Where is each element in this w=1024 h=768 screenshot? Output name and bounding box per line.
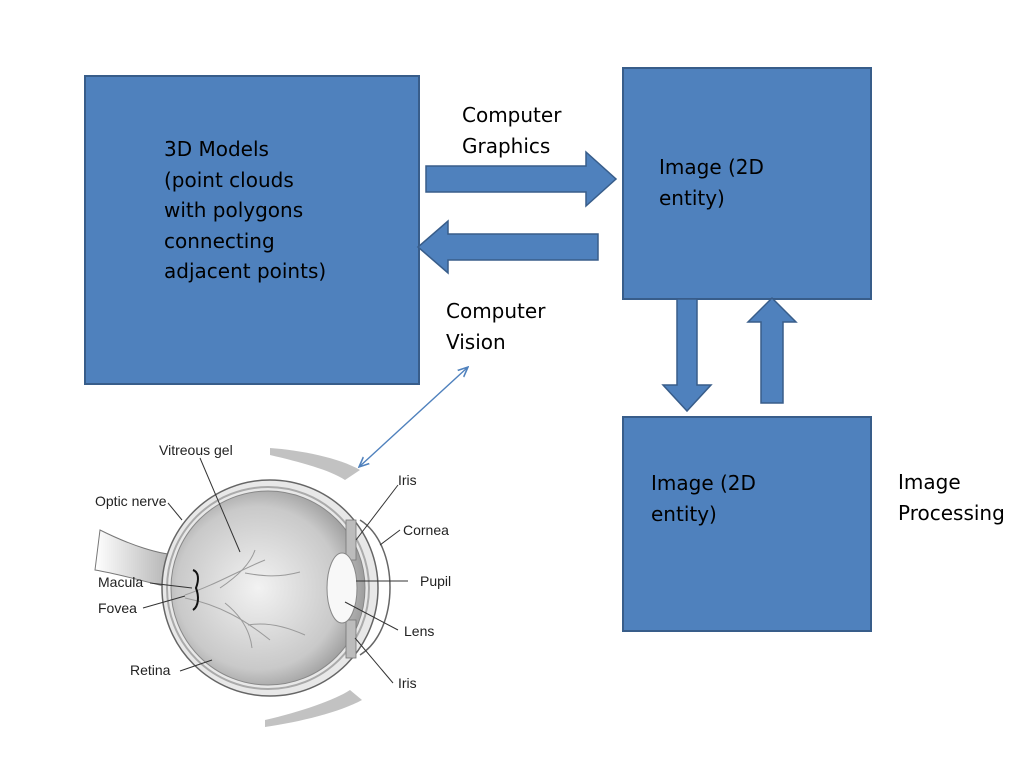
eye-anatomy-illustration	[94, 448, 391, 727]
label-optic-nerve: Optic nerve	[95, 493, 167, 509]
label-lens: Lens	[404, 623, 434, 639]
image-2d-top-text: Image (2D entity)	[659, 152, 764, 213]
image-2d-bottom-text: Image (2D entity)	[651, 468, 756, 529]
computer-graphics-label: Computer Graphics	[462, 100, 561, 161]
computer-vision-label: Computer Vision	[446, 296, 545, 357]
computer-graphics-arrow	[425, 150, 618, 208]
image-2d-box-top	[622, 67, 872, 300]
3d-models-line: with polygons	[164, 198, 304, 222]
image-2d-top-line: entity)	[659, 185, 725, 210]
vision-eye-connector	[359, 367, 468, 467]
caption-line: Computer	[462, 103, 562, 127]
image-2d-bottom-line: entity)	[651, 501, 717, 526]
label-fovea: Fovea	[98, 600, 137, 616]
3d-models-line: connecting	[164, 228, 275, 253]
caption-line: Vision	[446, 329, 506, 354]
up-arrow	[746, 296, 798, 404]
label-vitreous-gel: Vitreous gel	[159, 442, 233, 458]
label-iris-bottom: Iris	[398, 675, 417, 691]
caption-line: Computer	[446, 299, 546, 323]
caption-line: Processing	[898, 500, 1005, 525]
caption-line: Image	[898, 470, 961, 494]
label-cornea: Cornea	[403, 522, 449, 538]
3d-models-line: adjacent points)	[164, 259, 327, 283]
caption-line: Graphics	[462, 133, 551, 158]
label-pupil: Pupil	[420, 573, 451, 589]
image-2d-bottom-line: Image (2D	[651, 471, 756, 495]
3d-models-text: 3D Models (point clouds with polygons co…	[164, 134, 326, 287]
eye-label-leaders	[142, 457, 408, 684]
label-macula: Macula	[98, 574, 143, 590]
image-2d-box-bottom	[622, 416, 872, 632]
image-2d-top-line: Image (2D	[659, 155, 764, 179]
image-processing-label: Image Processing	[898, 467, 1005, 528]
3d-models-line: (point clouds	[164, 167, 294, 192]
3d-models-line: 3D Models	[164, 137, 269, 161]
3d-models-box	[84, 75, 420, 385]
label-iris-top: Iris	[398, 472, 417, 488]
label-retina: Retina	[130, 662, 171, 678]
computer-vision-arrow	[416, 219, 599, 275]
down-arrow	[661, 298, 713, 413]
